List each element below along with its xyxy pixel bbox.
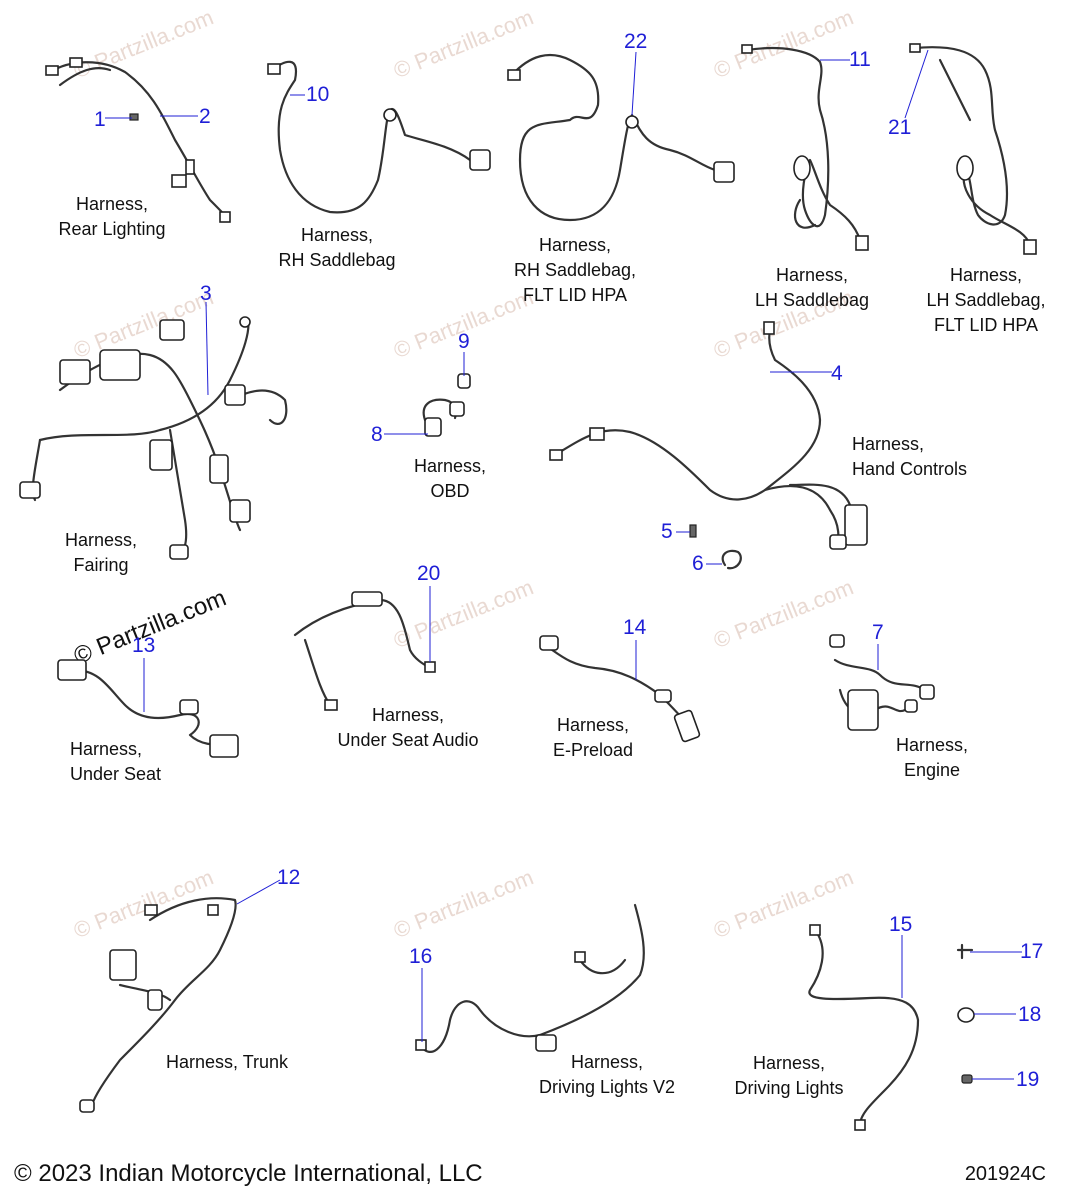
callout-14: 14 — [623, 616, 647, 639]
harness-driving-lights-v2-drawing — [415, 903, 645, 1053]
callout-12: 12 — [277, 866, 301, 889]
label-under-seat: Harness, Under Seat — [70, 739, 162, 784]
callout-18: 18 — [1018, 1003, 1042, 1026]
callout-22: 22 — [624, 30, 648, 53]
label-obd: Harness, OBD — [413, 456, 487, 501]
label-rh-saddlebag: Harness, RH Saddlebag — [278, 225, 396, 270]
label-trunk: Harness, Trunk — [166, 1052, 289, 1072]
callout-4: 4 — [831, 362, 843, 385]
harness-engine-drawing — [829, 634, 935, 731]
harness-driving-lights-drawing — [808, 924, 920, 1131]
label-driving-lights: Harness, Driving Lights — [734, 1053, 844, 1098]
harness-fairing-drawing — [19, 316, 288, 560]
callout-11: 11 — [849, 48, 871, 71]
harness-rear-lighting-drawing — [45, 57, 231, 223]
harness-e-preload-drawing — [539, 635, 701, 743]
part-17-18-19-drawing — [956, 943, 975, 1084]
callout-9: 9 — [458, 330, 470, 353]
label-e-preload: Harness, E-Preload — [552, 715, 634, 760]
callout-10: 10 — [306, 83, 330, 106]
label-driving-lights-v2: Harness, Driving Lights V2 — [538, 1052, 676, 1097]
callout-21: 21 — [888, 116, 912, 139]
harness-rh-saddlebag-drawing — [267, 60, 491, 214]
label-engine: Harness, Engine — [895, 735, 969, 780]
callout-3: 3 — [200, 282, 212, 305]
label-lh-saddlebag-flt: Harness, LH Saddlebag, FLT LID HPA — [926, 265, 1046, 335]
callout-20: 20 — [417, 562, 441, 585]
callout-6: 6 — [692, 552, 704, 575]
label-lh-saddlebag: Harness, LH Saddlebag — [754, 265, 870, 310]
label-rear-lighting: Harness, Rear Lighting — [58, 194, 166, 239]
callout-7: 7 — [872, 621, 884, 644]
label-fairing: Harness, Fairing — [64, 530, 138, 575]
callout-15: 15 — [889, 913, 913, 936]
callout-8: 8 — [371, 423, 383, 446]
callout-19: 19 — [1016, 1068, 1040, 1091]
harness-trunk-drawing — [79, 897, 237, 1113]
label-hand-controls: Harness, Hand Controls — [852, 434, 968, 479]
harness-obd-drawing — [422, 373, 471, 437]
part-5-6-drawing — [689, 524, 742, 570]
callout-17: 17 — [1020, 940, 1044, 963]
harness-lh-saddlebag-flt-drawing — [909, 43, 1037, 255]
callout-16: 16 — [409, 945, 433, 968]
harness-hand-controls-drawing — [549, 321, 868, 550]
harness-lh-saddlebag-drawing — [741, 44, 869, 251]
callout-2: 2 — [199, 105, 211, 128]
footer-copyright: © 2023 Indian Motorcycle International, … — [14, 1160, 483, 1187]
callout-5: 5 — [661, 520, 673, 543]
figure-id: 201924C — [964, 1163, 1046, 1185]
harness-under-seat-audio-drawing — [293, 591, 436, 711]
label-under-seat-audio: Harness, Under Seat Audio — [337, 705, 479, 750]
label-rh-saddlebag-flt: Harness, RH Saddlebag, FLT LID HPA — [513, 235, 637, 305]
callout-13: 13 — [132, 634, 156, 657]
harness-under-seat-drawing — [57, 659, 239, 758]
harness-rh-saddlebag-flt-drawing — [507, 53, 735, 222]
callout-leaders — [105, 49, 1022, 1080]
callout-1: 1 — [94, 108, 106, 131]
